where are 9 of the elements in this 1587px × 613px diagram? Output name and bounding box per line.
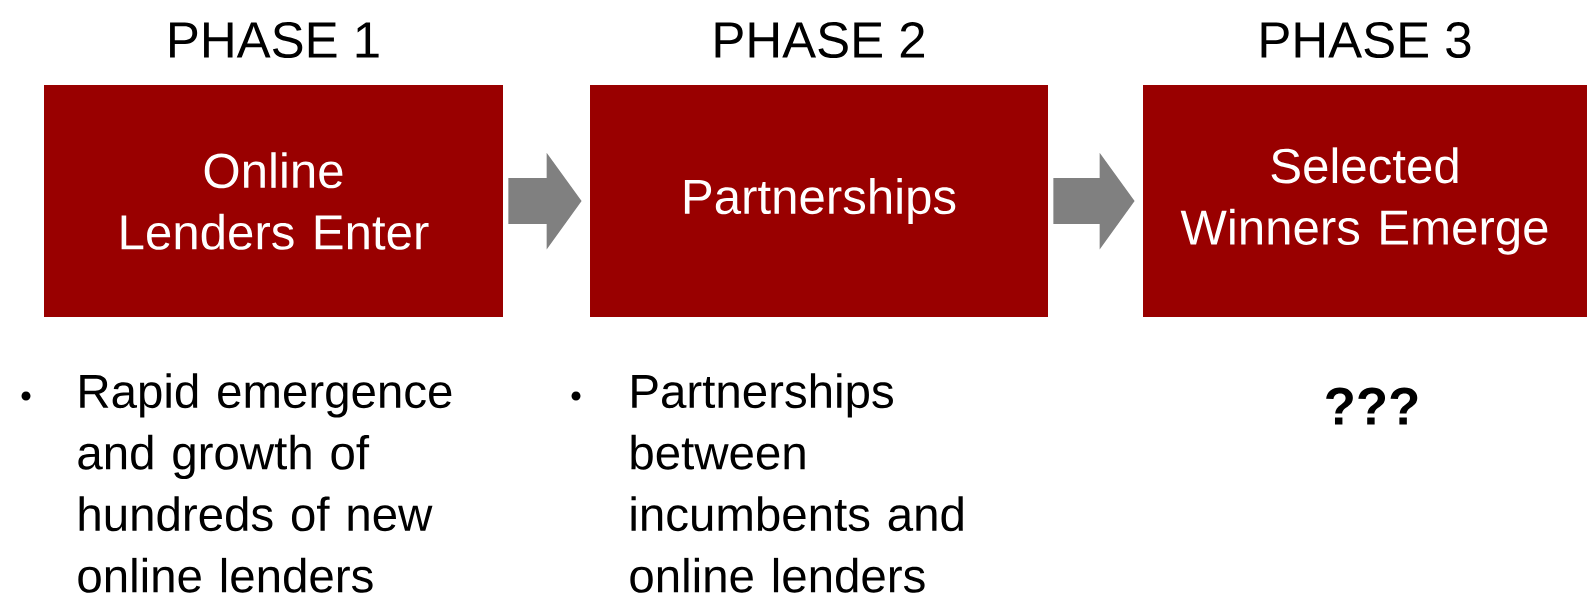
bullet-text: Rapid emergence and growth of hundreds of new online lenders	[78, 373, 452, 593]
phase-box: Online Lenders Enter	[44, 85, 503, 317]
phase-heading: PHASE 2	[715, 21, 924, 59]
bullet-text: Partnerships between incumbents and online lenders	[630, 373, 963, 593]
question-marks: ???	[1326, 387, 1418, 425]
phase-box: Partnerships	[590, 85, 1048, 317]
phase-box: Selected Winners Emerge	[1143, 85, 1587, 317]
phase-heading: PHASE 1	[170, 21, 379, 59]
phase-heading: PHASE 3	[1261, 21, 1471, 59]
